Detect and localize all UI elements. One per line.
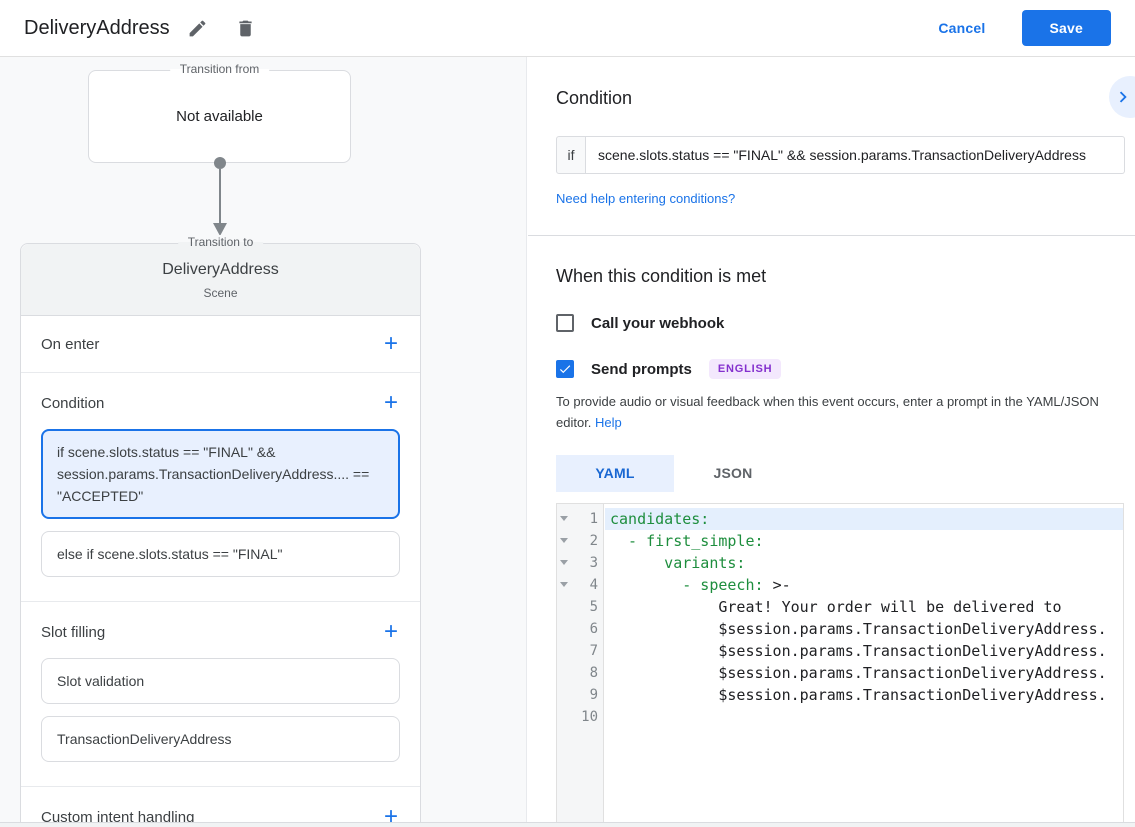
horizontal-scrollbar[interactable]: [0, 822, 1135, 827]
fold-arrow-icon[interactable]: [560, 582, 568, 588]
code-text: Great! Your order will be delivered to: [610, 597, 1062, 616]
editor-format-tabs: YAML JSON: [556, 454, 1125, 492]
collapse-panel-button[interactable]: [1109, 76, 1135, 118]
fold-arrow-icon[interactable]: [560, 516, 568, 522]
page-title: DeliveryAddress: [24, 16, 170, 39]
pencil-icon: [189, 20, 206, 36]
transition-to-card: Transition to DeliveryAddress Scene On e…: [20, 235, 421, 827]
line-number: 8: [589, 664, 598, 681]
condition-expression-input[interactable]: scene.slots.status == "FINAL" && session…: [586, 136, 1125, 174]
custom-intent-section: Custom intent handling +: [21, 787, 420, 827]
fold-arrow-icon[interactable]: [560, 560, 568, 566]
code-line: 2 - first_simple:: [557, 530, 1123, 552]
code-line: 7 $session.params.TransactionDeliveryAdd…: [557, 640, 1123, 662]
add-custom-intent-button[interactable]: +: [383, 803, 398, 827]
add-on-enter-button[interactable]: +: [383, 330, 398, 357]
tab-yaml[interactable]: YAML: [556, 454, 674, 492]
language-badge: ENGLISH: [708, 359, 782, 379]
tab-json[interactable]: JSON: [713, 465, 753, 482]
code-text: $session.params.TransactionDeliveryAddre…: [610, 619, 1107, 638]
chevron-right-icon: [1119, 91, 1127, 103]
send-prompts-label: Send prompts: [591, 360, 692, 378]
condition-expression-row: if scene.slots.status == "FINAL" && sess…: [556, 136, 1125, 174]
cancel-button[interactable]: Cancel: [938, 20, 986, 36]
code-text: $session.params.TransactionDeliveryAddre…: [610, 663, 1107, 682]
code-line: 10: [557, 706, 1123, 728]
line-number: 7: [589, 642, 598, 659]
send-prompts-checkbox[interactable]: [556, 360, 574, 378]
prompt-hint: To provide audio or visual feedback when…: [556, 392, 1125, 434]
code-line: 5 Great! Your order will be delivered to: [557, 596, 1123, 618]
scene-card-header[interactable]: DeliveryAddress Scene: [21, 244, 420, 316]
condition-section-label: Condition: [41, 394, 105, 412]
line-number: 2: [589, 532, 598, 549]
panel-divider: [528, 235, 1135, 236]
code-text: [605, 706, 1123, 728]
code-text: candidates:: [605, 507, 1123, 530]
slot-item[interactable]: TransactionDeliveryAddress: [41, 716, 400, 762]
condition-detail-panel: Condition if scene.slots.status == "FINA…: [528, 57, 1135, 827]
editor-gutter: [557, 503, 604, 827]
condition-section: Condition + if scene.slots.status == "FI…: [21, 373, 420, 602]
line-number: 4: [589, 576, 598, 593]
on-enter-row: On enter +: [21, 316, 420, 373]
send-prompts-row: Send prompts ENGLISH: [556, 359, 1125, 379]
code-text: variants:: [610, 553, 746, 572]
prompt-hint-text: To provide audio or visual feedback when…: [556, 394, 1099, 430]
code-text: - speech: >-: [610, 575, 791, 594]
fold-arrow-icon[interactable]: [560, 538, 568, 544]
transition-to-label: Transition to: [177, 235, 264, 249]
call-webhook-checkbox[interactable]: [556, 314, 574, 332]
condition-heading: Condition: [556, 88, 633, 108]
condition-item[interactable]: else if scene.slots.status == "FINAL": [41, 531, 400, 577]
add-condition-button[interactable]: +: [383, 389, 398, 416]
when-condition-heading: When this condition is met: [556, 266, 767, 286]
edit-scene-button[interactable]: [178, 8, 218, 48]
transition-from-label: Transition from: [169, 62, 270, 76]
condition-item[interactable]: if scene.slots.status == "FINAL" && sess…: [41, 429, 400, 519]
code-text: $session.params.TransactionDeliveryAddre…: [610, 641, 1107, 660]
code-text: $session.params.TransactionDeliveryAddre…: [610, 685, 1107, 704]
on-enter-label: On enter: [41, 335, 100, 353]
transition-from-value: Not available: [176, 108, 263, 125]
top-bar: DeliveryAddress Cancel Save: [0, 0, 1135, 57]
slot-filling-label: Slot filling: [41, 623, 106, 641]
code-text: - first_simple:: [610, 531, 764, 550]
prompt-help-link[interactable]: Help: [595, 414, 622, 430]
line-number: 1: [589, 510, 598, 527]
condition-help-link[interactable]: Need help entering conditions?: [556, 191, 736, 206]
scene-name: DeliveryAddress: [162, 261, 279, 278]
code-line: 4 - speech: >-: [557, 574, 1123, 596]
check-icon: [559, 365, 571, 374]
slot-item[interactable]: Slot validation: [41, 658, 400, 704]
if-prefix: if: [556, 136, 586, 174]
code-line: 8 $session.params.TransactionDeliveryAdd…: [557, 662, 1123, 684]
code-line: 3 variants:: [557, 552, 1123, 574]
trash-icon: [239, 20, 252, 36]
line-number: 6: [589, 620, 598, 637]
call-webhook-label: Call your webhook: [591, 314, 725, 332]
code-line: 6 $session.params.TransactionDeliveryAdd…: [557, 618, 1123, 640]
add-slot-button[interactable]: +: [383, 618, 398, 645]
code-line: 1 candidates:: [557, 507, 1123, 530]
custom-intent-label: Custom intent handling: [41, 808, 195, 826]
code-line: 9 $session.params.TransactionDeliveryAdd…: [557, 684, 1123, 706]
transition-arrow: [213, 157, 227, 236]
line-number: 10: [581, 708, 598, 725]
transition-from-box: Transition from Not available: [88, 62, 351, 163]
webhook-row: Call your webhook: [556, 314, 1125, 332]
line-number: 9: [589, 686, 598, 703]
delete-scene-button[interactable]: [226, 8, 266, 48]
scene-graph-canvas: Transition from Not available Transition…: [0, 57, 527, 827]
line-number: 5: [589, 598, 598, 615]
save-button[interactable]: Save: [1021, 10, 1111, 46]
line-number: 3: [589, 554, 598, 571]
scene-type: Scene: [203, 286, 238, 300]
